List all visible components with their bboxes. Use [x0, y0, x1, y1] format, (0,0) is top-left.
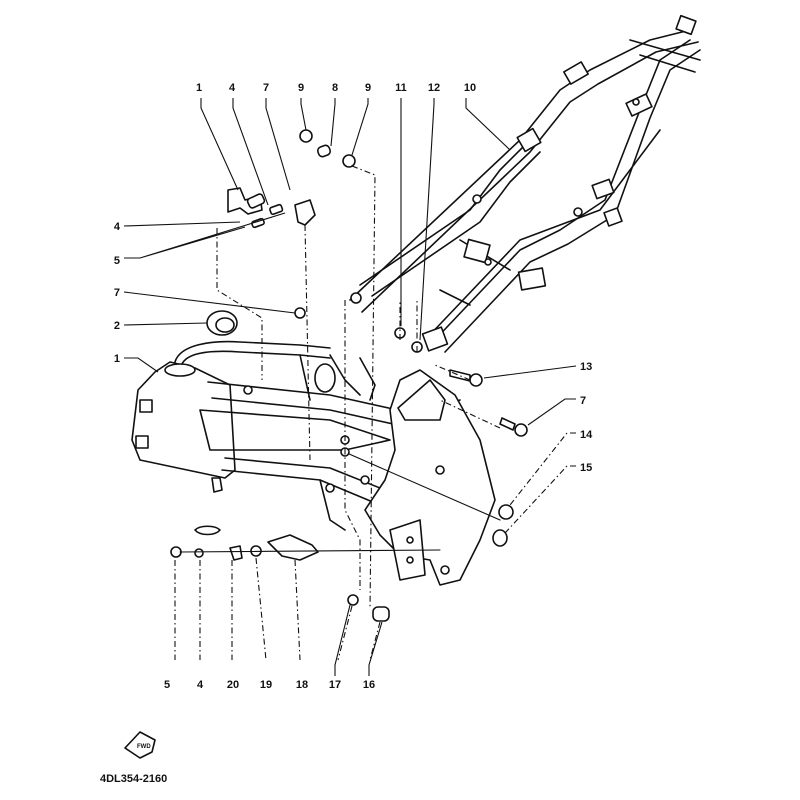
collar-part-16 [372, 606, 390, 622]
nut-part-9a [299, 129, 313, 143]
callout-4-bottom: 4 [197, 679, 204, 691]
washer-part-4 [194, 548, 204, 558]
callout-14: 14 [580, 429, 593, 441]
callout-7-right: 7 [580, 395, 586, 407]
callout-1: 1 [114, 353, 120, 365]
callout-16: 16 [363, 679, 375, 691]
callout-12: 12 [428, 82, 440, 94]
callout-19: 19 [260, 679, 272, 691]
callout-8: 8 [332, 82, 338, 94]
alignment-lines [174, 224, 501, 661]
callout-20: 20 [227, 679, 239, 691]
callout-10: 10 [464, 82, 476, 94]
bracket-part-6 [294, 199, 316, 226]
callout-4-left: 4 [114, 221, 121, 233]
callout-5-left: 5 [114, 255, 120, 267]
collar-part-8 [316, 144, 332, 158]
small-parts [170, 129, 528, 622]
callout-2: 2 [114, 320, 120, 332]
callout-3: 1 [196, 82, 202, 94]
collar-part-15 [492, 529, 508, 547]
callout-6: 7 [263, 82, 269, 94]
drawing-code: 4DL354-2160 [100, 773, 167, 785]
rear-frame-part-10 [349, 14, 701, 353]
clip-part-20 [229, 545, 243, 561]
callout-11: 11 [395, 82, 407, 94]
callout-9a: 9 [298, 82, 304, 94]
callout-13: 13 [580, 361, 592, 373]
bracket-part-18 [267, 534, 319, 561]
callout-17: 17 [329, 679, 341, 691]
callout-15: 15 [580, 462, 592, 474]
forward-arrow-icon [124, 731, 156, 759]
forward-direction-marker: FWD [124, 731, 156, 759]
callout-9b: 9 [365, 82, 371, 94]
nut-part-9b [342, 154, 356, 168]
main-frame-part-1 [131, 340, 501, 586]
callout-5-bottom: 5 [164, 679, 170, 691]
washer-part-17 [347, 594, 359, 606]
callouts: 1 4 7 9 8 9 11 12 10 4 5 7 2 1 13 7 14 1… [114, 82, 593, 691]
callout-4: 4 [229, 82, 236, 94]
svg-text:FWD: FWD [137, 744, 151, 750]
nut-part-14 [498, 504, 514, 520]
callout-18: 18 [296, 679, 308, 691]
callout-7-left: 7 [114, 287, 120, 299]
